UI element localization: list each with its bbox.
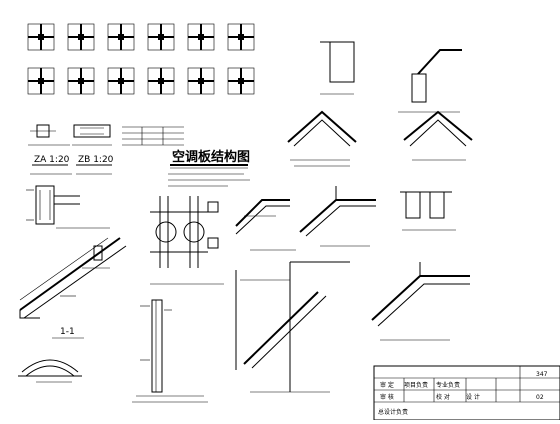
title-cell-6: 设 计 [466,393,480,401]
sheet-number: 02 [536,394,544,401]
reinforcement-table [122,126,184,146]
stair-detail-2 [299,186,376,247]
title-cell-3: 审 核 [380,393,394,401]
beam-section-detail [400,191,456,231]
title-notes [168,173,250,187]
main-title: 空调板结构图 [172,149,250,165]
joint-detail [67,23,95,51]
cantilever-slab-detail [26,185,110,229]
gable-detail-right [403,110,473,161]
title-cell-5: 项目负责 [404,381,428,389]
joint-detail [227,23,255,51]
title-cell-1: 审 定 [380,381,394,389]
eave-detail-left [320,41,355,95]
section-label: 1-1 [60,327,75,337]
ac-slab-stair-detail [371,262,470,341]
joint-detail [147,23,175,51]
joint-detail [27,23,55,51]
joint-detail [187,67,215,95]
detail-label-za: ZA 1:20 [34,155,70,165]
joint-detail [27,67,55,95]
joint-detail [67,67,95,95]
stair-run-detail [235,261,350,393]
eave-detail-right [398,49,462,113]
title-cell-4: 校 对 [436,393,450,401]
title-cell-2: 专业负责 [436,381,460,389]
column-pipe-detail [150,196,224,285]
joint-detail [107,23,135,51]
title-footer: 总设计负责 [378,408,408,416]
roof-slope-detail [19,237,127,319]
joint-detail [187,23,215,51]
joint-detail [107,67,135,95]
plate-section-zb [72,124,112,146]
sheet-code: 347 [536,371,548,378]
joint-detail [147,67,175,95]
arch-ridge-detail [18,359,82,383]
plate-section-za [28,124,70,146]
stair-detail-1 [235,199,296,251]
detail-label-zb: ZB 1:20 [78,155,114,165]
tall-column-detail [132,299,208,403]
gable-detail-left [287,110,357,161]
joint-detail [227,67,255,95]
joint-detail-grid [27,23,255,95]
